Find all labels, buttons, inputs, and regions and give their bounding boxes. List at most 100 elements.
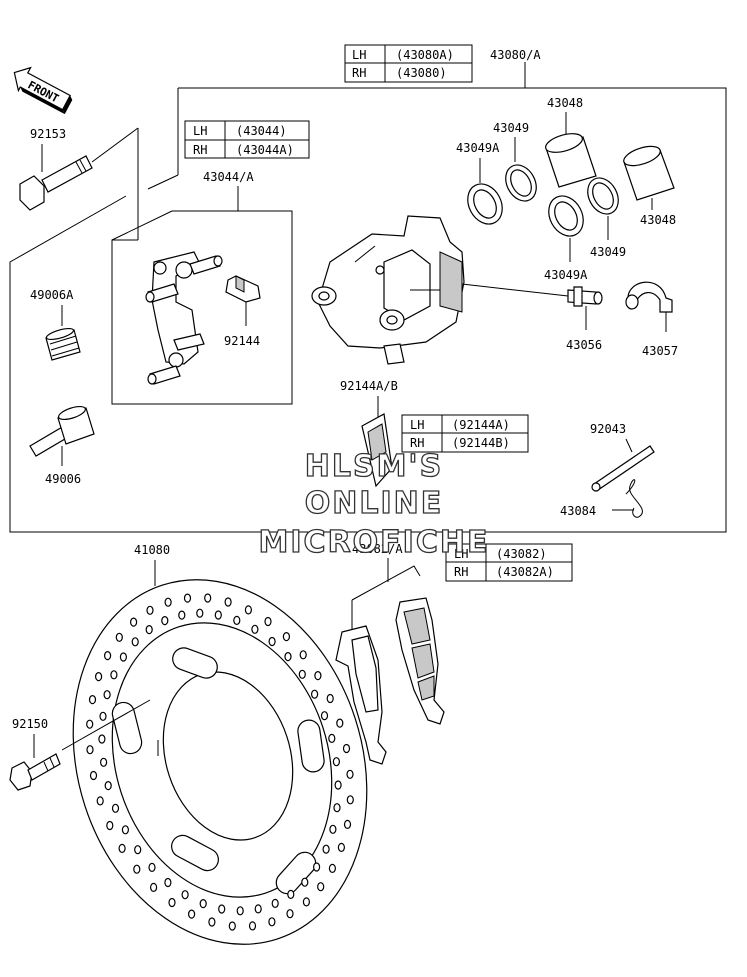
table-43082-rh-part: (43082A): [496, 565, 554, 579]
drill-hole: [329, 824, 337, 834]
seal-43049-top: [505, 164, 537, 202]
drill-hole: [346, 769, 354, 779]
drill-hole: [284, 651, 292, 662]
table-43082: LH (43082) RH (43082A): [445, 543, 573, 582]
drill-hole: [337, 842, 345, 853]
drill-hole: [254, 904, 262, 914]
drill-hole: [268, 636, 276, 647]
label-43048-top: 43048: [547, 96, 583, 110]
drill-hole: [332, 757, 340, 767]
table-92144-rh: RH: [410, 436, 424, 450]
watermark-line2: ONLINE: [305, 486, 444, 521]
drill-hole: [111, 803, 120, 813]
drill-hole: [224, 597, 232, 607]
drill-hole: [98, 734, 106, 744]
drill-hole: [104, 780, 112, 791]
watermark-line3: MICROFICHE: [259, 525, 490, 560]
drill-hole: [118, 843, 126, 854]
label-92153: 92153: [30, 127, 66, 141]
table-92144-rh-part: (92144B): [452, 436, 510, 450]
label-43056: 43056: [566, 338, 602, 352]
drill-hole: [322, 844, 330, 854]
drill-hole: [287, 889, 295, 900]
drill-hole: [299, 650, 307, 660]
drill-hole: [264, 616, 272, 627]
drill-hole: [103, 650, 112, 661]
table-43080-rh: RH: [352, 66, 366, 80]
drill-hole: [146, 605, 154, 615]
drill-hole: [119, 652, 128, 662]
drill-hole: [204, 593, 212, 603]
label-43048-right: 43048: [640, 213, 676, 227]
drill-hole: [99, 711, 107, 721]
drill-hole: [286, 909, 294, 919]
brake-pad-right: [395, 597, 445, 725]
drill-hole: [164, 877, 172, 888]
drill-hole: [130, 617, 138, 627]
clip-43084: [625, 479, 643, 518]
caliper-bracket: [145, 251, 223, 385]
drill-hole: [88, 694, 97, 705]
label-43044: 43044/A: [203, 170, 254, 184]
drill-hole: [110, 670, 118, 680]
drill-hole: [218, 904, 226, 914]
label-92144AB: 92144A/B: [340, 379, 398, 393]
table-43044-rh: RH: [193, 143, 207, 157]
table-43044-lh-part: (43044): [236, 124, 287, 138]
table-43044-lh: LH: [193, 124, 207, 138]
drill-hole: [188, 909, 196, 919]
table-43082-lh-part: (43082): [496, 547, 547, 561]
drill-hole: [103, 690, 111, 700]
drill-hole: [115, 632, 123, 642]
bleeder-cap: [625, 281, 673, 313]
caliper-body: [311, 215, 465, 365]
drill-hole: [271, 898, 279, 909]
boot-49006A: [45, 327, 81, 361]
drill-hole: [336, 718, 344, 728]
drill-hole: [196, 608, 204, 618]
drill-hole: [208, 917, 216, 927]
drill-hole: [133, 864, 141, 874]
drill-hole: [268, 917, 276, 927]
piston-right: [623, 145, 675, 201]
drill-hole: [228, 921, 236, 931]
label-92144: 92144: [224, 334, 260, 348]
label-49006: 49006: [45, 472, 81, 486]
watermark-line1: HLSM'S: [305, 449, 443, 484]
drill-hole: [168, 897, 176, 908]
label-43049A-bottom: 43049A: [544, 268, 588, 282]
drill-hole: [233, 615, 241, 626]
drill-hole: [248, 921, 257, 931]
drill-hole: [94, 671, 103, 682]
bolt-92153: [19, 155, 93, 211]
seal-43049A-bottom: [548, 195, 584, 237]
drill-hole: [236, 906, 244, 916]
brake-pad-left: [335, 625, 387, 765]
drill-hole: [214, 610, 222, 620]
label-92043: 92043: [590, 422, 626, 436]
drill-hole: [317, 882, 325, 892]
disc-drill-holes: [86, 593, 354, 931]
table-92144: LH (92144A) RH (92144B): [401, 414, 529, 453]
drill-hole: [343, 819, 352, 830]
drill-hole: [86, 719, 94, 729]
drill-hole: [342, 743, 351, 754]
table-92144-lh: LH: [410, 418, 424, 432]
drill-hole: [86, 745, 94, 755]
drill-hole: [89, 770, 98, 781]
brake-disc: [72, 579, 368, 945]
drill-hole: [181, 890, 189, 900]
drill-hole: [301, 877, 309, 887]
label-43082: 43082/A: [352, 542, 403, 556]
label-43057: 43057: [642, 344, 678, 358]
label-43084: 43084: [560, 504, 596, 518]
table-43082-lh: LH: [454, 547, 468, 561]
bleeder-valve: [567, 286, 603, 307]
table-43080-lh-part: (43080A): [396, 48, 454, 62]
drill-hole: [134, 845, 142, 855]
label-92150: 92150: [12, 717, 48, 731]
drill-hole: [106, 820, 114, 831]
drill-hole: [282, 631, 290, 642]
